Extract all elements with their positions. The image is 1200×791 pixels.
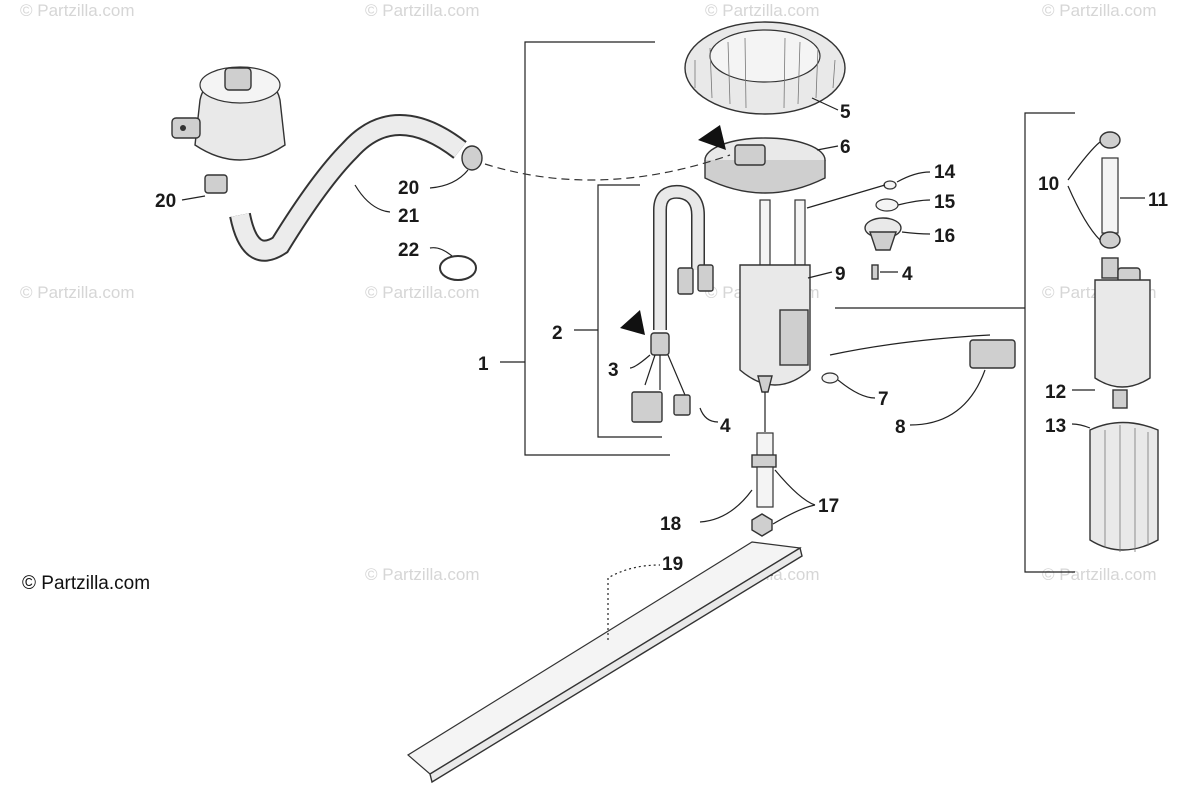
watermark: © Partzilla.com [365,565,480,584]
part-labels: 1 2 3 4 4 5 6 7 8 9 10 11 12 13 14 15 16… [155,102,1169,575]
oring-14-part [883,180,897,190]
leader-19 [607,564,661,640]
leader-7 [837,379,876,399]
leader-21 [354,184,391,213]
watermark: © Partzilla.com [20,1,135,20]
leader-10 [1067,141,1101,241]
pump-assembly-part [739,199,811,393]
label-5: 5 [840,102,851,123]
label-10: 10 [1038,174,1059,195]
hose-route-line [484,154,731,181]
leader-17 [772,469,816,525]
wire [829,334,991,356]
watermark: © Partzilla.com [1042,565,1157,584]
pump-bracket [1024,112,1075,573]
nut-17-part [751,513,773,537]
label-22: 22 [398,240,419,261]
harness-part [620,184,714,423]
leader-20b [429,169,469,189]
watermark: © Partzilla.com [20,283,135,302]
label-21: 21 [398,206,420,227]
label-8: 8 [895,417,906,438]
leader-20a [181,195,206,201]
assembly-bracket-1 [524,41,670,456]
label-9: 9 [835,264,846,285]
label-2: 2 [552,323,563,344]
oring-7-part [821,372,839,384]
label-16: 16 [934,226,955,247]
arrow-marker-icon [620,310,645,335]
label-13: 13 [1045,416,1066,437]
leader-15 [897,199,931,206]
vent-valve-part [171,66,286,161]
leader-9 [807,271,833,279]
leader-16 [901,231,931,235]
label-4: 4 [902,264,913,285]
lock-ring-part [684,21,846,115]
watermark: © Partzilla.com [365,283,480,302]
sleeve-13-part [1089,421,1159,552]
watermark: © Partzilla.com [705,1,820,20]
label-15: 15 [934,192,956,213]
label-11: 11 [1148,190,1169,211]
clamp-22-part [439,255,477,281]
screw-4-part [871,264,879,280]
pump-12-part [1094,257,1151,409]
label-20: 20 [155,191,176,212]
label-18: 18 [660,514,681,535]
fitting-18-part [751,432,777,508]
washer-15-part [875,198,899,212]
leader-link [806,184,886,209]
watermark: © Partzilla.com [365,1,480,20]
label-17: 17 [818,496,839,517]
partzilla-credit: © Partzilla.com [22,573,150,594]
pump-flange-part [698,125,826,194]
leader-22 [429,247,453,257]
leader-4a [699,407,719,423]
arrow-marker-icon [698,125,726,150]
label-3: 3 [608,360,619,381]
clamp-20b-part [461,145,483,171]
leader-8 [909,369,986,426]
watermark: © Partzilla.com [1042,1,1157,20]
clamp-10b-part [1099,231,1121,249]
leader-5 [811,97,839,111]
connector-8-part [969,339,1016,369]
leader-14 [896,171,931,183]
label-4: 4 [720,416,731,437]
label-1: 1 [478,354,489,375]
leader-6 [816,145,839,151]
hose-11-part [1101,157,1119,234]
leader-18 [699,489,753,523]
leader-13 [1071,423,1091,429]
watermarks: © Partzilla.com © Partzilla.com © Partzi… [20,1,1157,584]
label-20: 20 [398,178,419,199]
label-19: 19 [662,554,683,575]
label-6: 6 [840,137,851,158]
strap-19-part [406,541,803,784]
label-12: 12 [1045,382,1066,403]
clamp-10-part [1099,131,1121,149]
leader-3 [629,354,651,369]
label-7: 7 [878,389,889,410]
clamp-20-part [204,174,228,194]
regulator-16-part [864,217,902,251]
label-14: 14 [934,162,956,183]
harness-bracket-2 [597,184,662,438]
